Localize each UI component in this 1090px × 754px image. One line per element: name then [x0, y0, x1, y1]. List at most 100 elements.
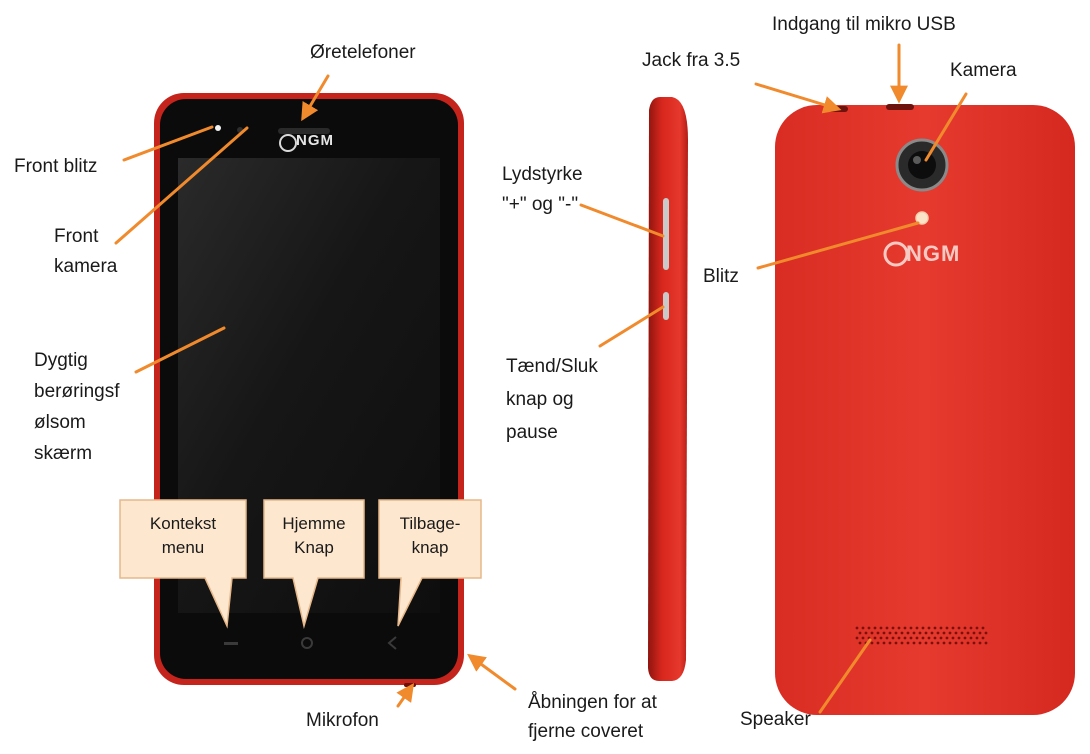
label-power-line-1: Tænd/Sluk	[506, 356, 598, 377]
label-touchscreen-line-1: Dygtig	[34, 350, 88, 371]
speaker-hole	[882, 641, 886, 645]
callout-context-menu-line-1: Kontekst	[149, 514, 217, 533]
speaker-hole	[933, 636, 937, 640]
leader-camera	[924, 92, 968, 162]
callout-context-menu-line-2: menu	[161, 538, 205, 557]
speaker-hole	[885, 636, 889, 640]
speaker-hole	[885, 626, 889, 630]
volume-rocker	[663, 198, 669, 270]
speaker-hole	[981, 626, 985, 630]
label-volume-line-2: "+" og "-"	[502, 194, 579, 215]
speaker-hole	[921, 636, 925, 640]
label-front-camera-line-1: Front	[54, 226, 99, 247]
speaker-hole	[870, 631, 874, 635]
speaker-hole	[954, 641, 958, 645]
speaker-hole	[984, 631, 988, 635]
back-phone	[775, 104, 1075, 715]
label-front-camera-line-2: kamera	[54, 256, 118, 277]
callout-home-key-line-1: Hjemme	[282, 514, 346, 533]
leader-volume	[579, 203, 665, 238]
speaker-hole	[945, 626, 949, 630]
power-key	[663, 292, 669, 320]
label-touchscreen: Dygtig berøringsf ølsom skærm	[34, 345, 120, 469]
callouts	[119, 499, 482, 629]
speaker-hole	[936, 641, 940, 645]
speaker-hole	[966, 641, 970, 645]
speaker-hole	[855, 636, 859, 640]
speaker-hole	[864, 631, 868, 635]
front-logo-mark	[279, 134, 297, 152]
speaker-hole	[900, 641, 904, 645]
side-phone-body	[648, 97, 688, 681]
speaker-hole	[906, 631, 910, 635]
speaker-hole	[960, 641, 964, 645]
speaker-hole	[957, 636, 961, 640]
back-logo-mark	[883, 241, 909, 267]
earpiece-slot	[278, 128, 330, 134]
label-jack: Jack fra 3.5	[642, 50, 741, 71]
speaker-hole	[903, 626, 907, 630]
speaker-hole	[984, 641, 988, 645]
speaker-hole	[948, 641, 952, 645]
speaker-hole	[873, 636, 877, 640]
speaker-hole	[912, 631, 916, 635]
leader-speaker	[818, 638, 872, 714]
callout-context-menu-shape	[119, 499, 247, 629]
speaker-hole	[888, 631, 892, 635]
speaker-hole	[927, 636, 931, 640]
speaker-hole	[933, 626, 937, 630]
speaker-hole	[951, 636, 955, 640]
speaker-hole	[942, 631, 946, 635]
back-logo: NGM	[906, 241, 961, 266]
leader-front-flash	[122, 125, 214, 162]
leader-jack	[754, 82, 842, 114]
label-touchscreen-line-3: ølsom	[34, 412, 86, 433]
speaker-hole	[978, 641, 982, 645]
callout-back-key: Tilbage- knap	[379, 512, 481, 560]
callout-back-key-line-1: Tilbage-	[399, 514, 461, 533]
speaker-hole	[918, 631, 922, 635]
speaker-hole	[951, 626, 955, 630]
speaker-hole	[978, 631, 982, 635]
label-microphone: Mikrofon	[306, 710, 379, 731]
speaker-hole	[915, 626, 919, 630]
callout-home-key: Hjemme Knap	[264, 512, 364, 560]
back-phone-body	[775, 105, 1075, 715]
speaker-hole	[876, 641, 880, 645]
label-earpiece: Øretelefoner	[310, 42, 416, 63]
leader-power	[598, 305, 665, 348]
speaker-hole	[981, 636, 985, 640]
speaker-hole	[975, 636, 979, 640]
speaker-hole	[855, 626, 859, 630]
speaker-hole	[915, 636, 919, 640]
callout-home-key-shape	[263, 499, 365, 629]
speaker-hole	[924, 631, 928, 635]
speaker-hole	[972, 641, 976, 645]
speaker-hole	[969, 626, 973, 630]
leader-lines	[114, 43, 968, 714]
speaker-hole	[969, 636, 973, 640]
speaker-hole	[897, 626, 901, 630]
speaker-hole	[963, 626, 967, 630]
speaker-hole	[930, 631, 934, 635]
speaker-hole	[888, 641, 892, 645]
speaker-hole	[939, 636, 943, 640]
speaker-hole	[900, 631, 904, 635]
callout-back-key-shape	[378, 499, 482, 627]
speaker-hole	[975, 626, 979, 630]
label-front-flash: Front blitz	[14, 156, 98, 177]
label-volume-line-1: Lydstyrke	[502, 164, 583, 185]
speaker-hole	[891, 636, 895, 640]
leader-flash	[756, 221, 920, 270]
speaker-hole	[954, 631, 958, 635]
home-key-icon	[301, 637, 313, 649]
speaker-hole	[942, 641, 946, 645]
usb-port	[886, 104, 914, 110]
speaker-hole	[912, 641, 916, 645]
speaker-hole	[882, 631, 886, 635]
leader-cover-opening	[467, 653, 517, 691]
speaker-hole	[891, 626, 895, 630]
speaker-hole	[966, 631, 970, 635]
